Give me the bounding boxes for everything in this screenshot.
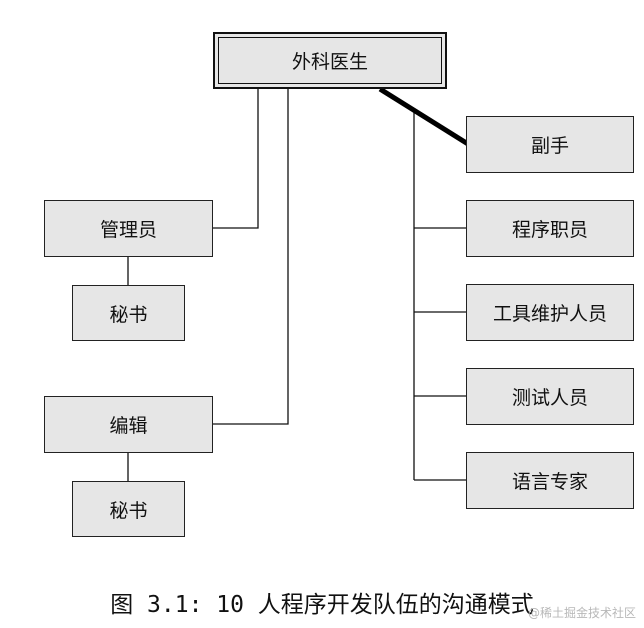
connector-surgeon-admin — [213, 89, 259, 229]
node-secretary-1: 秘书 — [72, 285, 185, 341]
node-tester: 测试人员 — [466, 368, 634, 425]
node-surgeon: 外科医生 — [213, 32, 447, 89]
node-secretary-2-label: 秘书 — [109, 499, 148, 522]
node-editor-label: 编辑 — [109, 415, 148, 437]
node-tester-label: 测试人员 — [511, 387, 588, 409]
node-copilot-label: 副手 — [530, 135, 569, 157]
node-surgeon-label: 外科医生 — [291, 51, 368, 73]
watermark: @稀土掘金技术社区 — [527, 606, 636, 620]
node-admin: 管理员 — [44, 200, 213, 257]
node-editor: 编辑 — [44, 396, 213, 453]
node-language-lawyer-label: 语言专家 — [511, 471, 588, 493]
connector-surgeon-copilot — [378, 86, 470, 147]
connector-surgeon-editor — [213, 89, 289, 425]
node-toolsmith-label: 工具维护人员 — [492, 303, 607, 325]
node-program-clerk: 程序职员 — [466, 200, 634, 257]
node-secretary-1-label: 秘书 — [109, 303, 148, 326]
node-secretary-2: 秘书 — [72, 481, 185, 537]
node-program-clerk-label: 程序职员 — [511, 219, 588, 241]
figure-caption: 图 3.1: 10 人程序开发队伍的沟通模式 — [110, 592, 534, 618]
node-toolsmith: 工具维护人员 — [466, 284, 634, 341]
node-copilot: 副手 — [466, 116, 634, 173]
node-language-lawyer: 语言专家 — [466, 452, 634, 509]
node-admin-label: 管理员 — [99, 219, 157, 241]
